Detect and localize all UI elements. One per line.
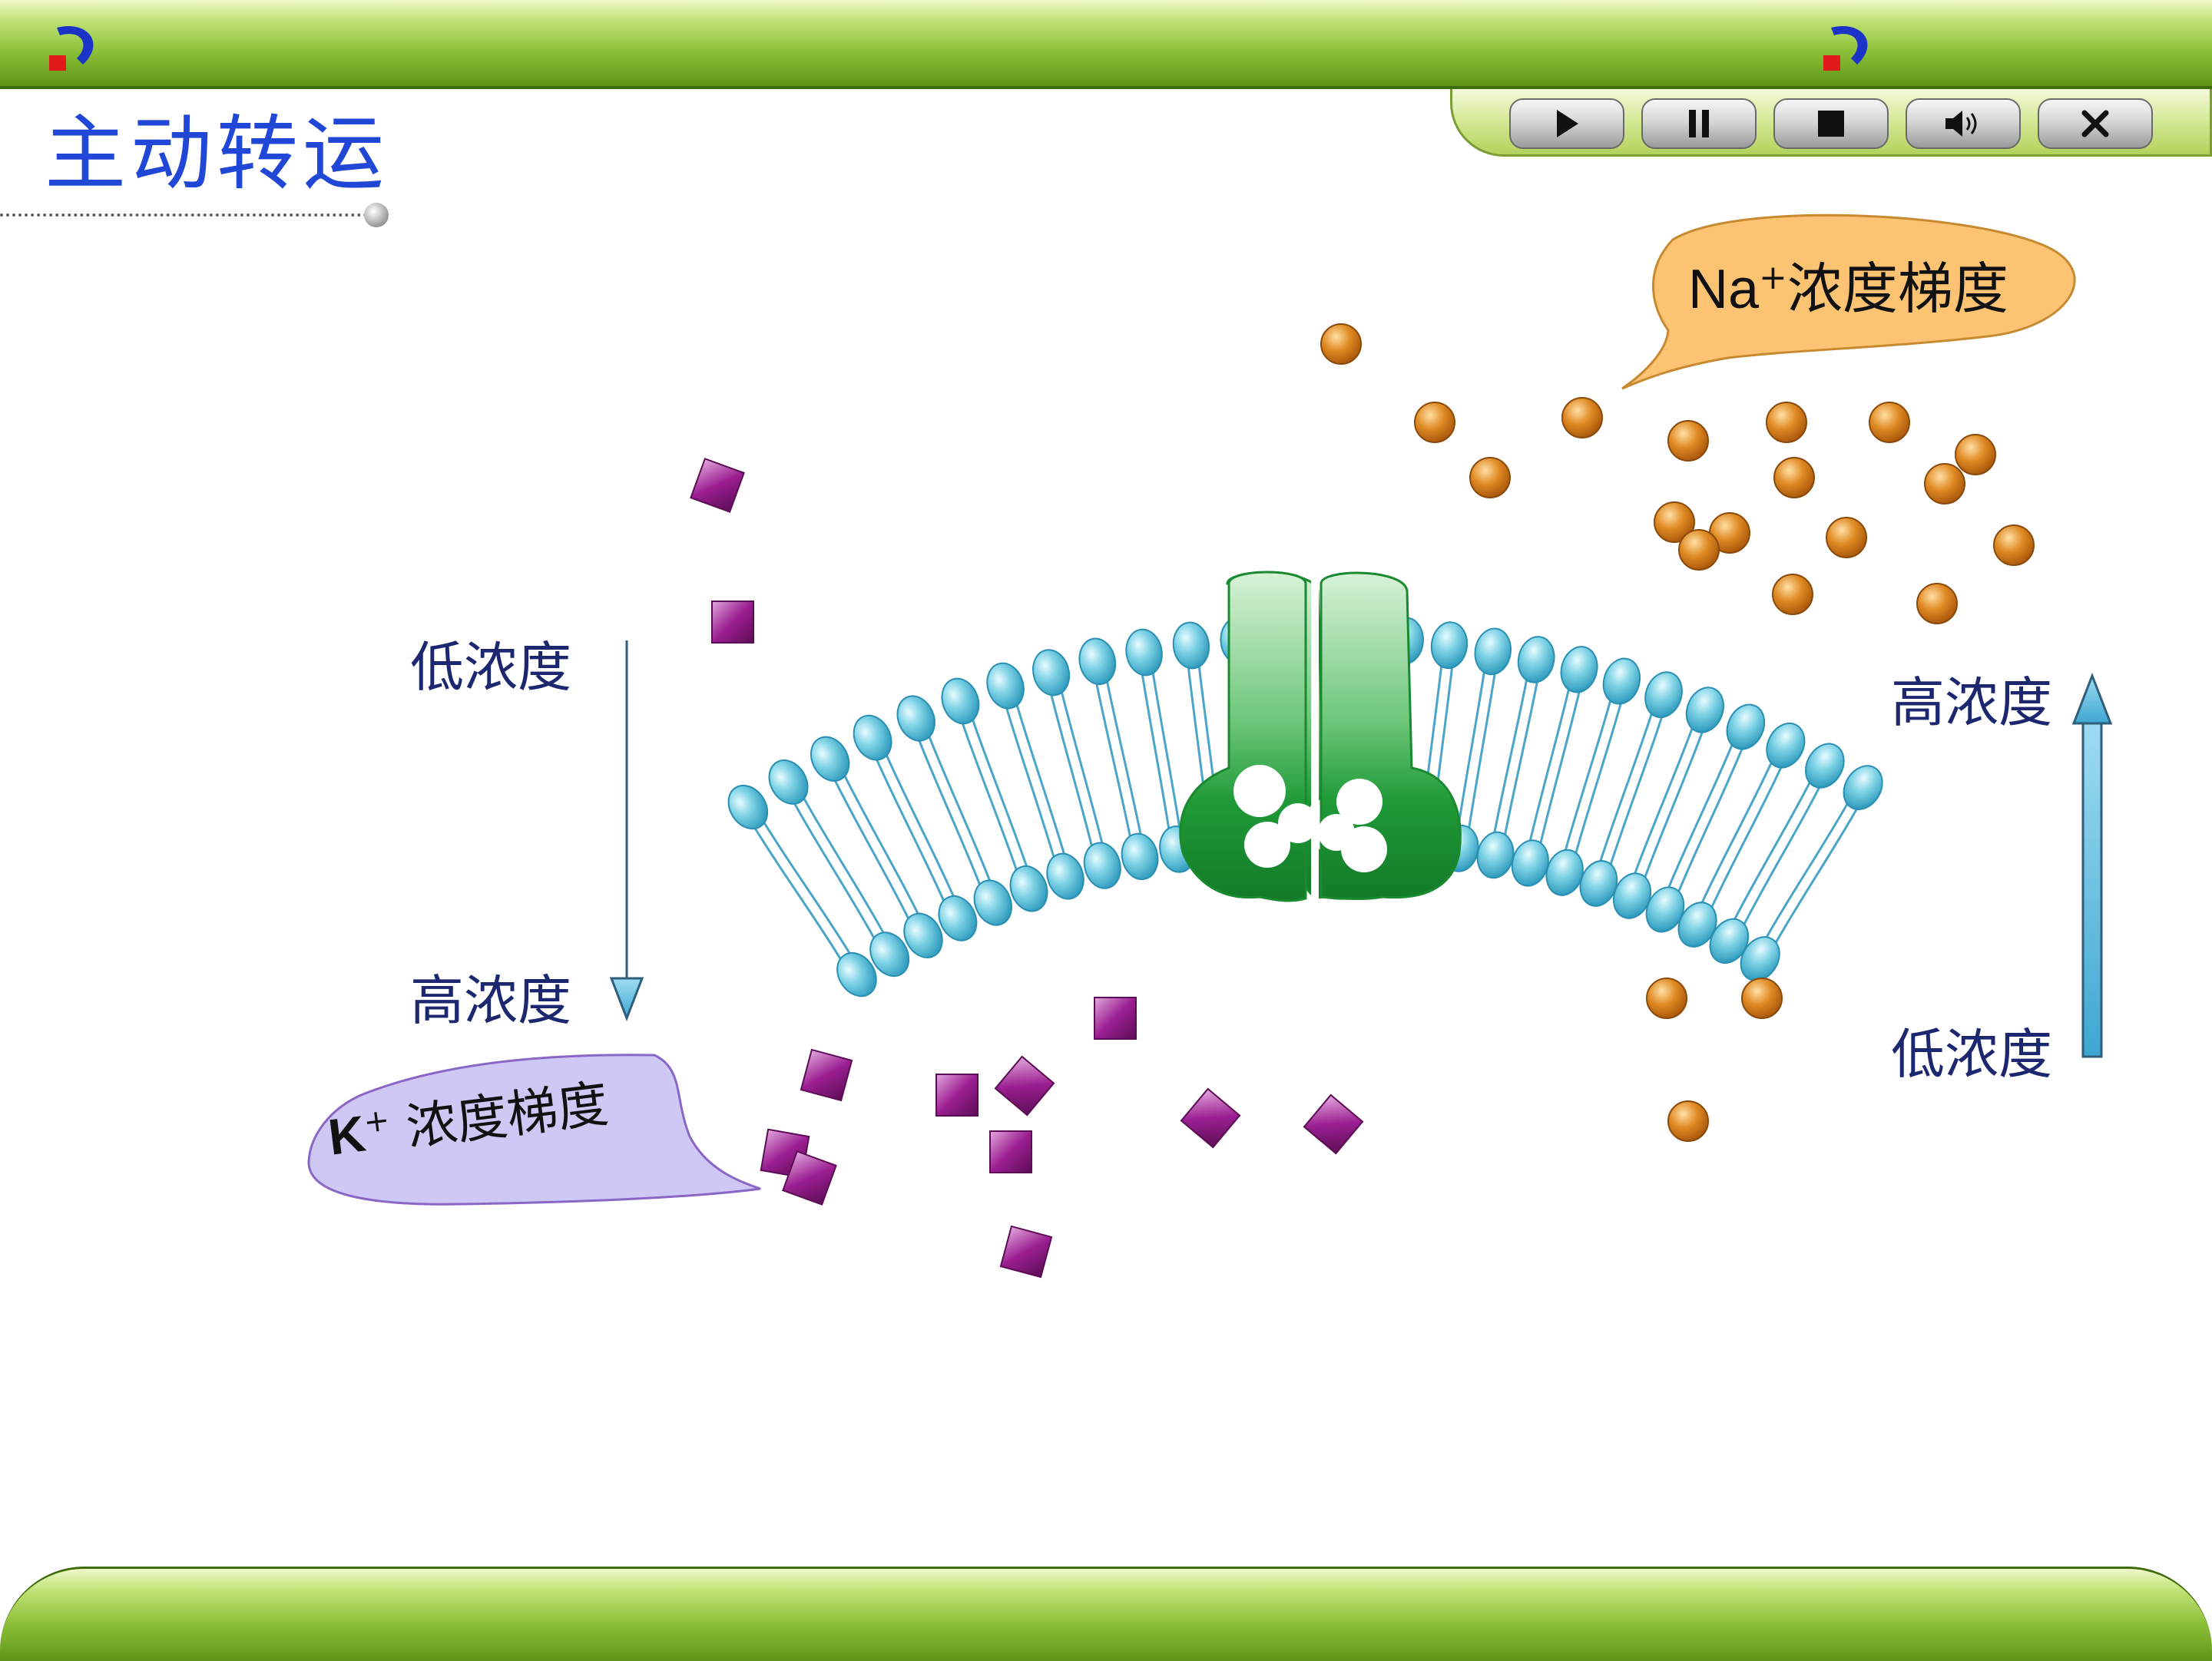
na-ion-6 [1869, 402, 1910, 443]
bottom-bar [0, 1567, 2212, 1661]
left-top-label: 低浓度 [410, 636, 571, 699]
speaker-icon [1945, 111, 1977, 137]
k-ions [690, 458, 1364, 1279]
left-bottom-label: 高浓度 [410, 969, 571, 1032]
na-ions [1320, 323, 2035, 1142]
na-gradient-text: 浓度梯度 [1786, 256, 2008, 321]
lipid-left-0 [727, 784, 877, 998]
close-icon [2081, 110, 2109, 137]
k-gradient-bubble [307, 1054, 761, 1206]
right-bottom-label: 低浓度 [1891, 1023, 2052, 1086]
k-ion-2 [800, 1048, 853, 1102]
k-ion-0 [690, 458, 745, 513]
title-underline [0, 213, 373, 217]
top-bar [0, 0, 2212, 89]
na-ion-3 [1561, 397, 1603, 438]
pause-icon [1689, 110, 1709, 137]
right-concentration-arrow [2071, 672, 2113, 1058]
lipid-right-7 [1612, 687, 1724, 919]
lipid-left-6 [986, 662, 1084, 900]
na-ion-14 [1993, 524, 2035, 566]
page-title: 主动转运 [45, 107, 389, 201]
na-gradient-bubble [1621, 213, 2076, 390]
lipid-left-7 [1032, 649, 1121, 889]
na-ion-18 [1741, 978, 1783, 1019]
k-ion-1 [711, 601, 754, 644]
na-gradient-label: Na+浓度梯度 [1688, 258, 2008, 320]
lipid-left-4 [896, 695, 1012, 926]
play-icon [1557, 110, 1578, 137]
na-ion-17 [1646, 978, 1687, 1019]
na-ion-15 [1772, 574, 1813, 615]
na-ion-4 [1667, 420, 1709, 462]
title-knob [364, 203, 389, 227]
lipid-right-9 [1677, 722, 1806, 948]
lipid-left-2 [810, 736, 943, 958]
k-ion-3 [935, 1074, 979, 1117]
na-symbol: Na [1688, 259, 1760, 320]
na-ion-19 [1667, 1100, 1709, 1142]
play-button[interactable] [1509, 98, 1624, 149]
lipid-right-11 [1740, 765, 1883, 981]
k-ion-7 [1303, 1094, 1364, 1155]
na-ion-1 [1414, 402, 1455, 443]
logo-icon [49, 26, 94, 71]
na-ion-5 [1766, 402, 1807, 443]
lipid-right-10 [1709, 743, 1845, 964]
media-toolbar [1450, 89, 2212, 157]
k-ion-6 [1180, 1087, 1241, 1149]
lipid-right-5 [1545, 657, 1641, 896]
logo-icon-right [1823, 26, 1868, 71]
lipid-right-4 [1511, 646, 1598, 887]
k-ion-5 [1094, 997, 1137, 1040]
na-ion-12 [1678, 529, 1720, 571]
lipid-right-6 [1579, 671, 1683, 907]
na-ion-16 [1916, 583, 1958, 624]
k-ion-4 [994, 1055, 1055, 1117]
lipid-left-3 [853, 714, 978, 941]
k-ion-10 [782, 1150, 837, 1206]
lipid-left-5 [941, 677, 1048, 912]
lipid-right-8 [1645, 703, 1766, 933]
na-charge: + [1759, 258, 1787, 297]
carrier-protein [1179, 571, 1462, 902]
na-ion-8 [1924, 463, 1965, 505]
stop-icon [1818, 111, 1844, 137]
lipid-left-8 [1078, 637, 1159, 881]
k-ion-11 [999, 1225, 1053, 1279]
stop-button[interactable] [1773, 98, 1889, 149]
left-concentration-arrow [609, 640, 644, 1022]
na-ion-7 [1955, 434, 1996, 475]
k-ion-9 [989, 1130, 1032, 1173]
na-ion-10 [1654, 501, 1695, 543]
na-ion-0 [1320, 323, 1362, 365]
na-ion-9 [1773, 457, 1815, 498]
close-button[interactable] [2038, 98, 2153, 149]
right-top-label: 高浓度 [1891, 671, 2052, 734]
sound-button[interactable] [1906, 98, 2021, 149]
na-ion-13 [1826, 517, 1867, 558]
pause-button[interactable] [1641, 98, 1757, 149]
lipid-left-1 [768, 759, 910, 978]
na-ion-2 [1469, 457, 1511, 498]
